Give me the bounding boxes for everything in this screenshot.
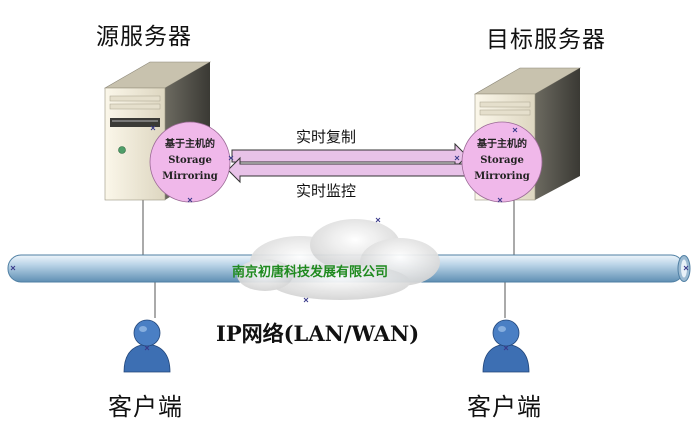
target-mirroring-badge: 基于主机的 Storage Mirroring: [462, 137, 542, 185]
selection-handle-markers: [10, 125, 689, 351]
target-server-title: 目标服务器: [486, 27, 606, 53]
right-client-person-icon: [482, 319, 530, 373]
network-label: IP网络(LAN/WAN): [216, 321, 420, 346]
right-client-label: 客户端: [467, 393, 542, 421]
badge-line-3: Mirroring: [162, 171, 218, 182]
badge-line-3: Mirroring: [474, 171, 530, 182]
badge-line-1: 基于主机的: [165, 139, 215, 150]
source-server-title: 源服务器: [96, 24, 192, 50]
badge-line-1: 基于主机的: [477, 139, 527, 150]
source-mirroring-badge-circle: [149, 121, 231, 203]
replication-arrow: [231, 142, 468, 170]
company-name: 南京初唐科技发展有限公司: [232, 265, 389, 280]
left-client-label: 客户端: [108, 393, 183, 421]
badge-line-2: Storage: [168, 155, 212, 166]
replication-label: 实时复制: [296, 128, 357, 146]
cloud-icon: [237, 219, 440, 300]
monitoring-label: 实时监控: [296, 182, 357, 200]
left-client-person-icon: [123, 319, 171, 373]
monitoring-arrow: [227, 156, 468, 184]
source-mirroring-badge: 基于主机的 Storage Mirroring: [150, 137, 230, 185]
badge-line-2: Storage: [480, 155, 524, 166]
